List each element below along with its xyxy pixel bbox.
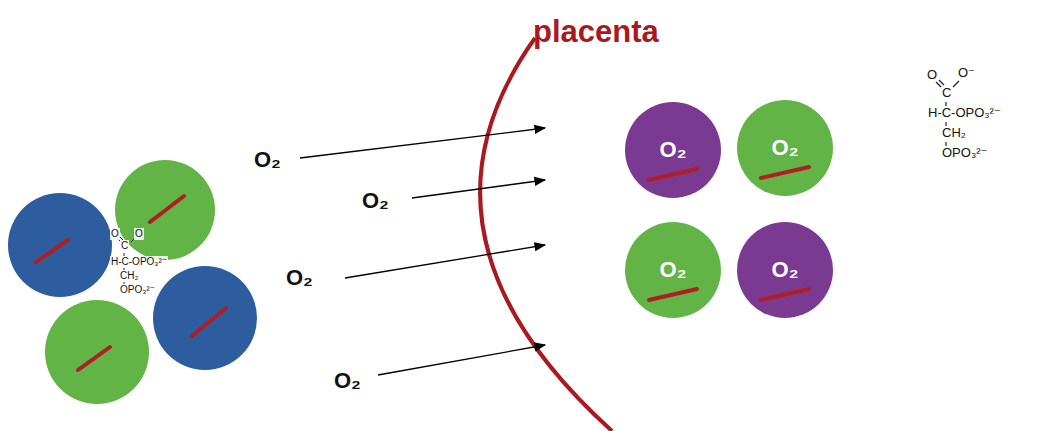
atom-label: C	[942, 86, 951, 101]
placenta-barrier	[480, 38, 612, 431]
oxygen-label: O₂	[660, 257, 687, 283]
heme-line	[36, 196, 226, 370]
heme-line	[649, 289, 697, 300]
gamma-subunit: O₂	[625, 102, 721, 198]
oxygen-label: O₂	[254, 147, 281, 172]
atom-label: C	[120, 240, 129, 252]
atom-label: H-C-OPO₃²⁻	[928, 106, 1001, 121]
atom-label: O	[927, 68, 937, 83]
alpha-subunit	[45, 300, 149, 404]
oxygen-label: O₂	[334, 368, 361, 393]
alpha-subunit: O₂	[737, 100, 833, 196]
heme-line	[761, 289, 809, 300]
gamma-subunit: O₂	[737, 222, 833, 318]
atom-label: CH₂	[119, 270, 139, 282]
oxygen-label: O₂	[660, 137, 687, 163]
oxygen-label: O₂	[286, 265, 313, 290]
beta-subunit	[8, 193, 112, 297]
atom-label: CH₂	[942, 126, 966, 141]
oxygen-label: O₂	[772, 135, 799, 161]
oxygen-label: O₂	[362, 188, 389, 213]
atom-label: OPO₃²⁻	[119, 284, 156, 296]
oxygen-arrow	[300, 128, 545, 375]
atom-label: O⁻	[958, 66, 975, 81]
atom-label: H-C-OPO₃²⁻	[110, 256, 168, 268]
adult-hemoglobin	[8, 160, 257, 404]
atom-label: O	[134, 228, 144, 240]
heme-line	[649, 169, 697, 180]
oxygen-label: O₂	[772, 257, 799, 283]
heme-line	[761, 167, 809, 178]
atom-label: OPO₃²⁻	[942, 146, 987, 161]
atom-label: O	[110, 228, 120, 240]
alpha-subunit	[115, 160, 215, 260]
alpha-subunit: O₂	[625, 222, 721, 318]
beta-subunit	[153, 266, 257, 370]
structure-name: placenta	[533, 14, 659, 50]
